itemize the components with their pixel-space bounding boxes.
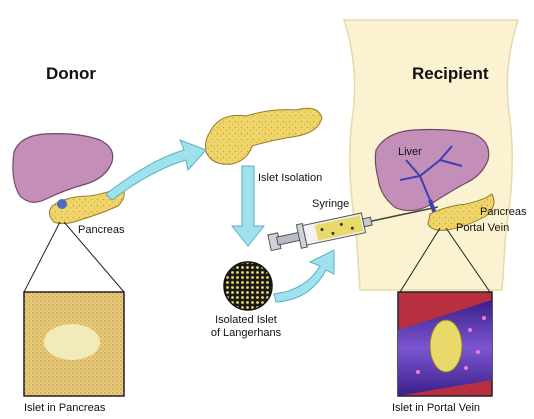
recipient-label: Recipient — [412, 64, 489, 84]
isolated-islet — [224, 262, 272, 310]
isolated-islet-label-line1: Isolated Islet — [196, 314, 296, 326]
liver-label: Liver — [398, 146, 422, 158]
isolated-pancreas — [206, 108, 323, 164]
arrow-to-isolation — [106, 140, 206, 200]
islet-isolation-label: Islet Isolation — [258, 172, 322, 184]
donor-liver — [13, 134, 113, 203]
syringe-label: Syringe — [312, 198, 349, 210]
inset-left-caption: Islet in Pancreas — [24, 402, 105, 414]
arrow-to-syringe — [274, 250, 334, 302]
portal-vein-label: Portal Vein — [456, 222, 509, 234]
isolated-islet-label-line2: of Langerhans — [196, 327, 296, 339]
donor-pancreas-label: Pancreas — [78, 224, 124, 236]
recipient-pancreas-label: Pancreas — [480, 206, 526, 218]
inset-islet-in-portal-vein — [398, 292, 492, 396]
inset-right-caption: Islet in Portal Vein — [392, 402, 480, 414]
donor-label: Donor — [46, 64, 96, 84]
